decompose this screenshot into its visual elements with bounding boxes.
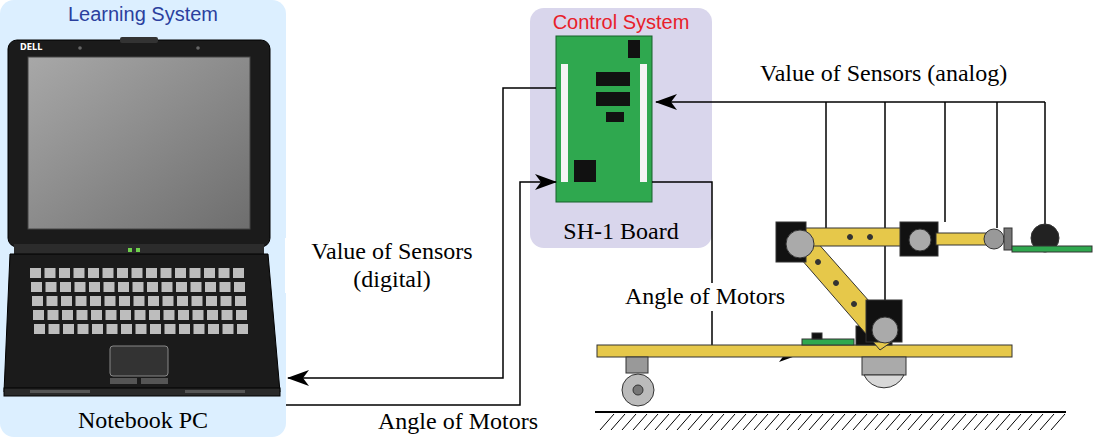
signal-arrow	[286, 182, 556, 405]
notebook-pc	[4, 37, 280, 396]
signal-label: Value of Sensors (analog)	[757, 60, 1010, 88]
motor-wire	[652, 182, 800, 354]
panel-title: Learning System	[68, 3, 218, 25]
edge-label: Value of Sensors (digital)	[285, 238, 499, 293]
sh1-board	[556, 36, 652, 202]
signal-label: Angle of Motors	[622, 283, 788, 311]
brand-logo: DELL	[20, 43, 42, 52]
panel-title: Control System	[553, 11, 690, 33]
signal-arrow	[288, 88, 556, 378]
ground-line	[595, 411, 1066, 413]
robot	[597, 208, 1092, 406]
sensor-wires	[656, 102, 1045, 300]
device-name: Notebook PC	[78, 407, 208, 433]
device-name: SH-1 Board	[563, 218, 678, 244]
edge-label: Angle of Motors	[338, 408, 578, 436]
ground-hatching	[600, 414, 1065, 430]
